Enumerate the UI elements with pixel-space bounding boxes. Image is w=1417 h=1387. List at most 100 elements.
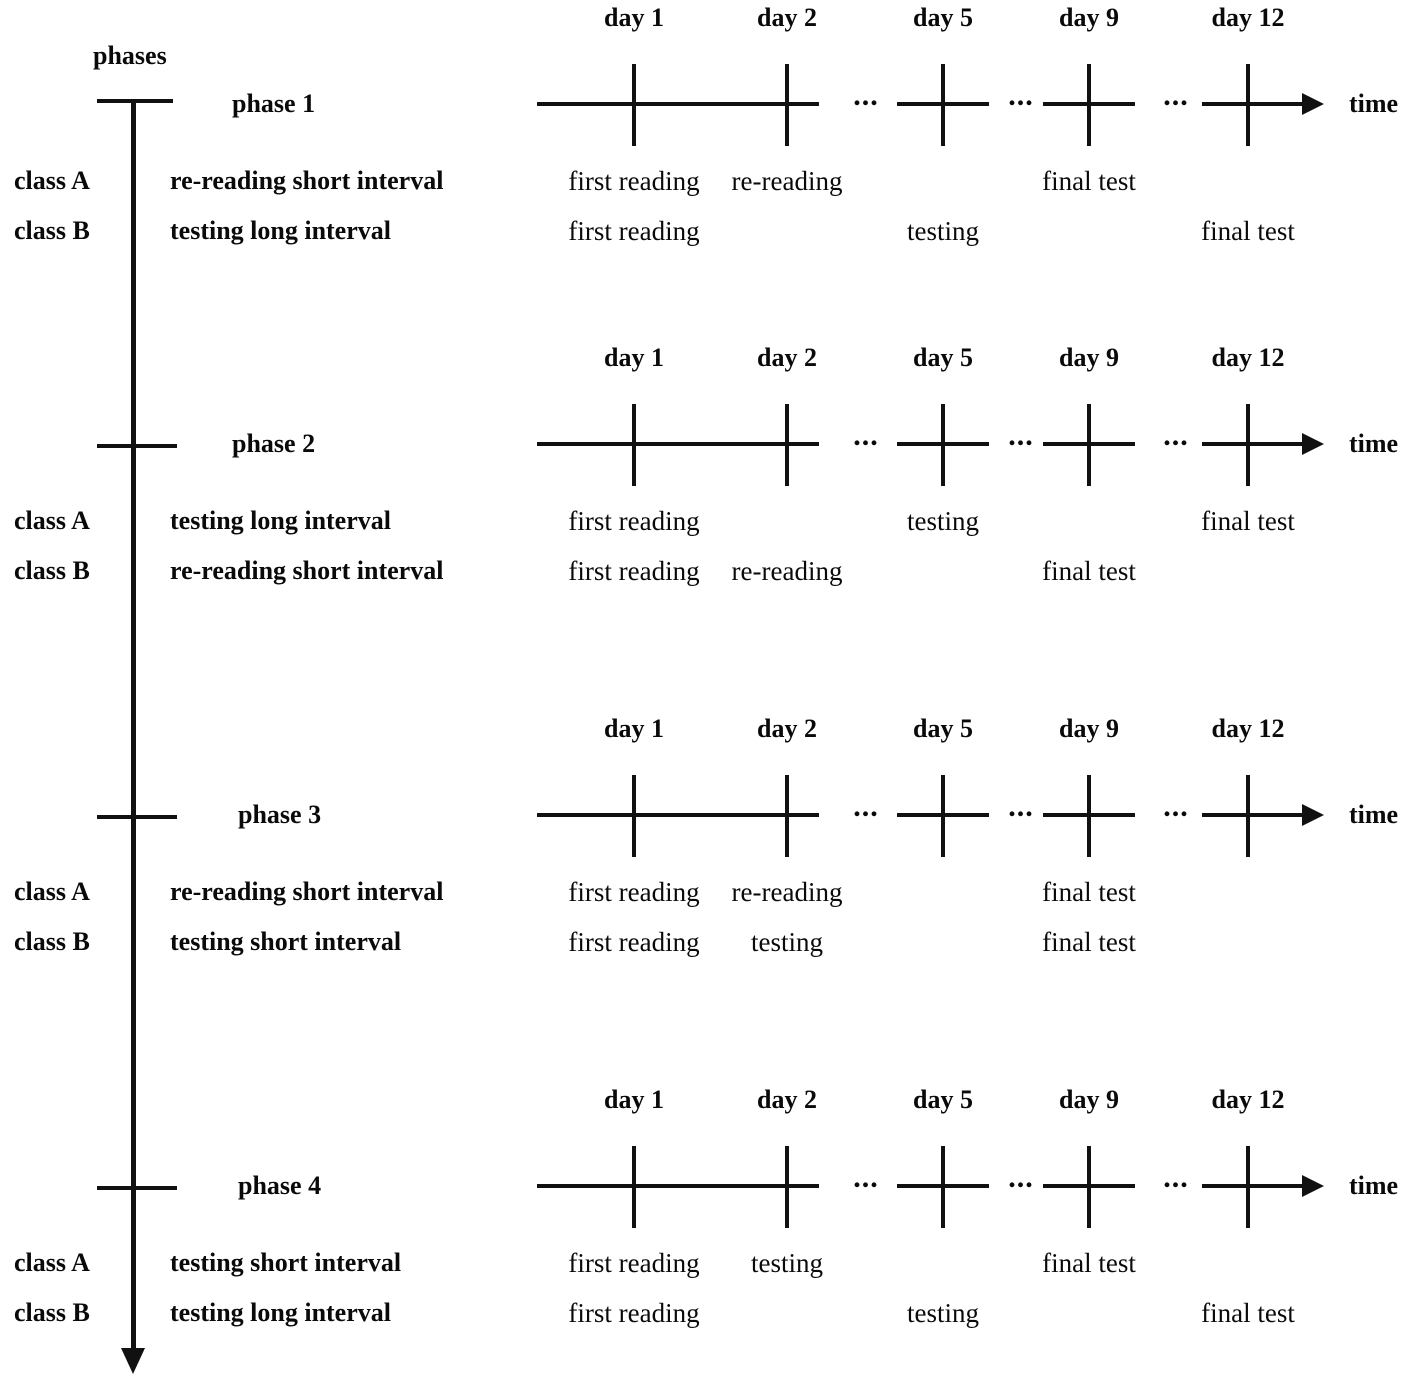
day-header-day-2: day 2 bbox=[757, 343, 817, 372]
time-axis-label: time bbox=[1349, 429, 1399, 458]
timeline-tick-day-12 bbox=[1246, 1146, 1250, 1228]
condition-label-4-1: testing short interval bbox=[170, 1248, 402, 1277]
phase-name-2: phase 2 bbox=[232, 429, 316, 458]
condition-label-2-2: re-reading short interval bbox=[170, 556, 444, 585]
day-header-day-1: day 1 bbox=[604, 714, 664, 743]
timeline-tick-day-1 bbox=[632, 64, 636, 146]
timeline-tick-day-1 bbox=[632, 404, 636, 486]
class-label-3-1: class A bbox=[14, 877, 90, 906]
timeline-tick-day-1 bbox=[632, 1146, 636, 1228]
timeline-ellipsis-1: ... bbox=[853, 790, 879, 823]
timeline-tick-day-5 bbox=[941, 775, 945, 857]
day-header-day-1: day 1 bbox=[604, 3, 664, 32]
condition-label-2-1: testing long interval bbox=[170, 506, 391, 535]
class-label-1-1: class A bbox=[14, 166, 90, 195]
event-label-3-1-2: re-reading bbox=[731, 877, 843, 907]
timeline-arrow-icon bbox=[1302, 804, 1324, 826]
day-header-day-1: day 1 bbox=[604, 1085, 664, 1114]
day-header-day-9: day 9 bbox=[1059, 1085, 1119, 1114]
event-label-3-2-1: first reading bbox=[568, 927, 700, 957]
phases-axis-arrow-icon bbox=[121, 1348, 145, 1374]
timeline-tick-day-9 bbox=[1087, 64, 1091, 146]
phase-tick-2 bbox=[97, 444, 177, 448]
timeline-tick-day-2 bbox=[785, 64, 789, 146]
day-header-day-5: day 5 bbox=[913, 1085, 973, 1114]
event-label-4-1-2: testing bbox=[751, 1248, 823, 1278]
event-label-4-1-1: first reading bbox=[568, 1248, 700, 1278]
time-axis-label: time bbox=[1349, 1171, 1399, 1200]
phase-tick-3 bbox=[97, 815, 177, 819]
timeline-axis-segment-4 bbox=[1202, 1184, 1302, 1188]
timeline-tick-day-12 bbox=[1246, 404, 1250, 486]
day-header-day-5: day 5 bbox=[913, 3, 973, 32]
timeline-axis-segment-1 bbox=[537, 102, 819, 106]
timeline-axis-segment-1 bbox=[537, 813, 819, 817]
timeline-ellipsis-1: ... bbox=[853, 1161, 879, 1194]
timeline-tick-day-12 bbox=[1246, 775, 1250, 857]
timeline-ellipsis-3: ... bbox=[1163, 790, 1189, 823]
timeline-ellipsis-2: ... bbox=[1008, 79, 1034, 112]
timeline-ellipsis-3: ... bbox=[1163, 79, 1189, 112]
event-label-3-2-3: final test bbox=[1042, 927, 1136, 957]
condition-label-4-2: testing long interval bbox=[170, 1298, 391, 1327]
day-header-day-1: day 1 bbox=[604, 343, 664, 372]
timeline-tick-day-9 bbox=[1087, 1146, 1091, 1228]
timeline-tick-day-5 bbox=[941, 404, 945, 486]
timeline-tick-day-9 bbox=[1087, 404, 1091, 486]
class-label-2-1: class A bbox=[14, 506, 90, 535]
timeline-arrow-icon bbox=[1302, 1175, 1324, 1197]
timeline-axis-segment-4 bbox=[1202, 813, 1302, 817]
timeline-axis-segment-1 bbox=[537, 442, 819, 446]
event-label-2-2-1: first reading bbox=[568, 556, 700, 586]
condition-label-3-1: re-reading short interval bbox=[170, 877, 444, 906]
timeline-ellipsis-3: ... bbox=[1163, 419, 1189, 452]
timeline-ellipsis-2: ... bbox=[1008, 1161, 1034, 1194]
event-label-2-2-2: re-reading bbox=[731, 556, 843, 586]
day-header-day-9: day 9 bbox=[1059, 343, 1119, 372]
time-axis-label: time bbox=[1349, 89, 1399, 118]
timeline-ellipsis-2: ... bbox=[1008, 790, 1034, 823]
event-label-1-2-1: first reading bbox=[568, 216, 700, 246]
phases-axis-label: phases bbox=[93, 41, 167, 70]
timeline-axis-segment-4 bbox=[1202, 102, 1302, 106]
event-label-4-1-3: final test bbox=[1042, 1248, 1136, 1278]
day-header-day-12: day 12 bbox=[1211, 3, 1285, 32]
day-header-day-5: day 5 bbox=[913, 714, 973, 743]
timeline-tick-day-2 bbox=[785, 404, 789, 486]
timeline-ellipsis-3: ... bbox=[1163, 1161, 1189, 1194]
timeline-ellipsis-1: ... bbox=[853, 79, 879, 112]
event-label-1-2-3: final test bbox=[1201, 216, 1295, 246]
class-label-1-2: class B bbox=[14, 216, 90, 245]
timeline-tick-day-12 bbox=[1246, 64, 1250, 146]
timeline-ellipsis-2: ... bbox=[1008, 419, 1034, 452]
class-label-4-2: class B bbox=[14, 1298, 90, 1327]
condition-label-1-1: re-reading short interval bbox=[170, 166, 444, 195]
event-label-4-2-2: testing bbox=[907, 1298, 979, 1328]
event-label-2-2-3: final test bbox=[1042, 556, 1136, 586]
timeline-ellipsis-1: ... bbox=[853, 419, 879, 452]
timeline-axis-segment-4 bbox=[1202, 442, 1302, 446]
condition-label-3-2: testing short interval bbox=[170, 927, 402, 956]
timeline-arrow-icon bbox=[1302, 93, 1324, 115]
day-header-day-5: day 5 bbox=[913, 343, 973, 372]
phase-name-3: phase 3 bbox=[238, 800, 322, 829]
timeline-tick-day-2 bbox=[785, 1146, 789, 1228]
class-label-3-2: class B bbox=[14, 927, 90, 956]
timeline-tick-day-5 bbox=[941, 1146, 945, 1228]
phase-name-4: phase 4 bbox=[238, 1171, 322, 1200]
event-label-1-1-3: final test bbox=[1042, 166, 1136, 196]
phase-name-1: phase 1 bbox=[232, 89, 316, 118]
event-label-2-1-3: final test bbox=[1201, 506, 1295, 536]
day-header-day-2: day 2 bbox=[757, 714, 817, 743]
day-header-day-12: day 12 bbox=[1211, 714, 1285, 743]
timeline-tick-day-2 bbox=[785, 775, 789, 857]
event-label-3-1-1: first reading bbox=[568, 877, 700, 907]
event-label-4-2-1: first reading bbox=[568, 1298, 700, 1328]
event-label-2-1-2: testing bbox=[907, 506, 979, 536]
event-label-1-1-1: first reading bbox=[568, 166, 700, 196]
timeline-tick-day-9 bbox=[1087, 775, 1091, 857]
day-header-day-12: day 12 bbox=[1211, 1085, 1285, 1114]
timeline-arrow-icon bbox=[1302, 433, 1324, 455]
class-label-4-1: class A bbox=[14, 1248, 90, 1277]
